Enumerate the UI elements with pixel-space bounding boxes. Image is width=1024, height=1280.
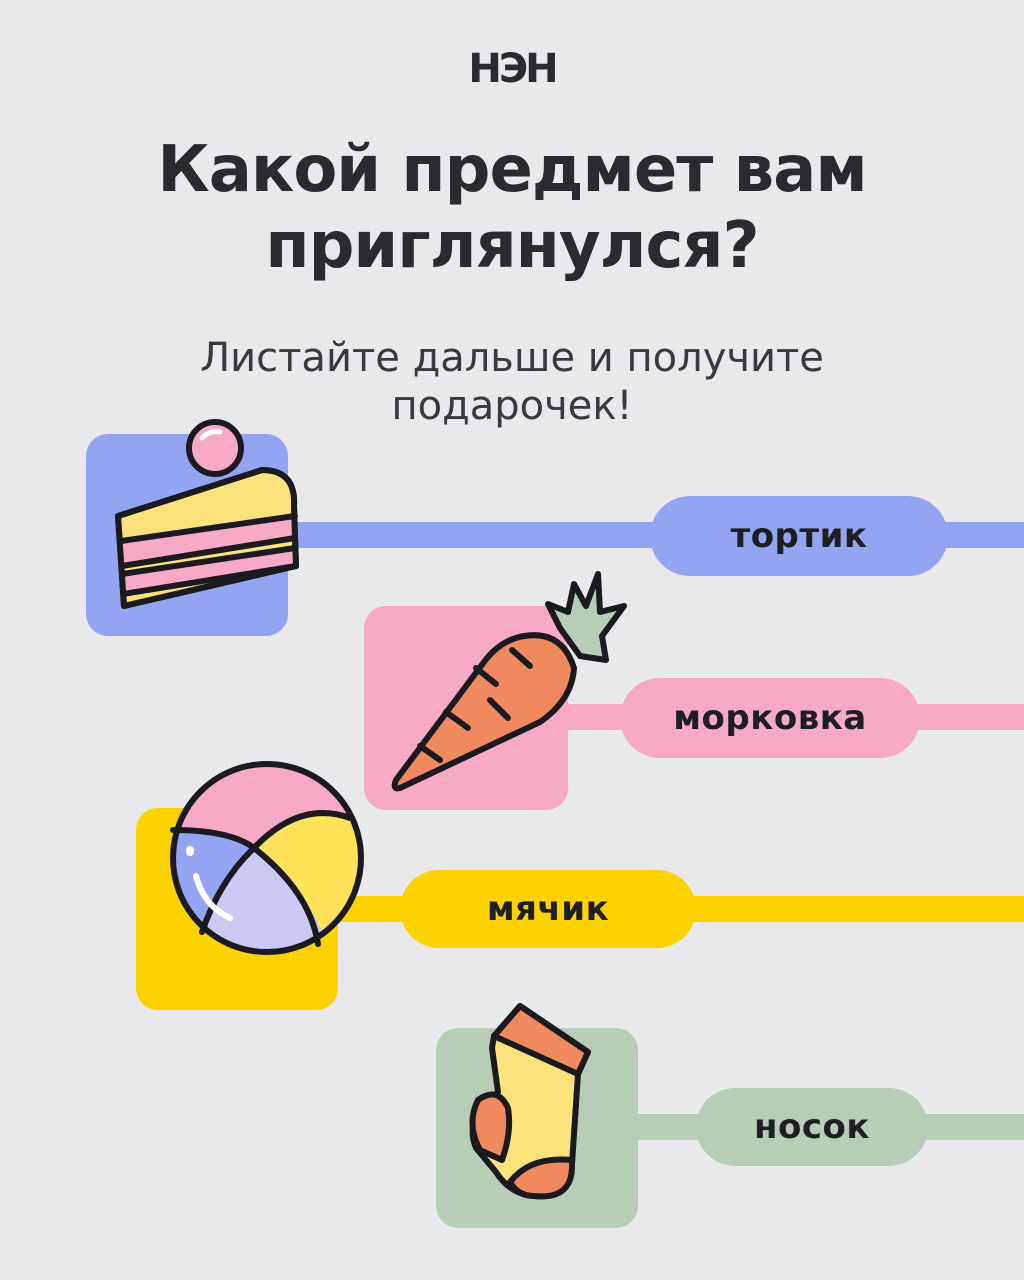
carrot-icon	[391, 571, 627, 792]
ball-icon	[170, 761, 364, 955]
label-morkovka-text: морковка	[673, 698, 867, 738]
item-cake	[86, 419, 1024, 636]
item-sock	[436, 1003, 1024, 1228]
page-subtitle: Листайте дальше и получите подарочек!	[0, 334, 1024, 430]
pill-bg-ball	[400, 870, 696, 948]
pill-bg-cake	[650, 496, 948, 576]
subtitle-line-2: подарочек!	[391, 383, 633, 429]
cake-slice-icon	[115, 419, 299, 609]
pill-bg-sock	[696, 1088, 928, 1166]
label-tortik-text: тортик	[730, 516, 868, 556]
label-morkovka[interactable]: морковка	[620, 678, 920, 758]
label-myachik[interactable]: мячик	[400, 870, 696, 948]
label-nosok[interactable]: носок	[696, 1088, 928, 1166]
label-tortik[interactable]: тортик	[650, 496, 948, 576]
brand-logo: НЭН	[468, 46, 558, 92]
title-line-1: Какой предмет вам	[157, 133, 867, 207]
subtitle-line-1: Листайте дальше и получите	[200, 335, 824, 381]
item-carrot	[364, 571, 1024, 810]
page-title: Какой предмет вам приглянулся?	[0, 132, 1024, 284]
label-nosok-text: носок	[754, 1107, 870, 1147]
sock-icon	[469, 1003, 591, 1200]
pill-bg-carrot	[620, 678, 920, 758]
item-ball	[136, 761, 1024, 1010]
label-myachik-text: мячик	[486, 889, 610, 929]
title-line-2: приглянулся?	[265, 209, 759, 283]
